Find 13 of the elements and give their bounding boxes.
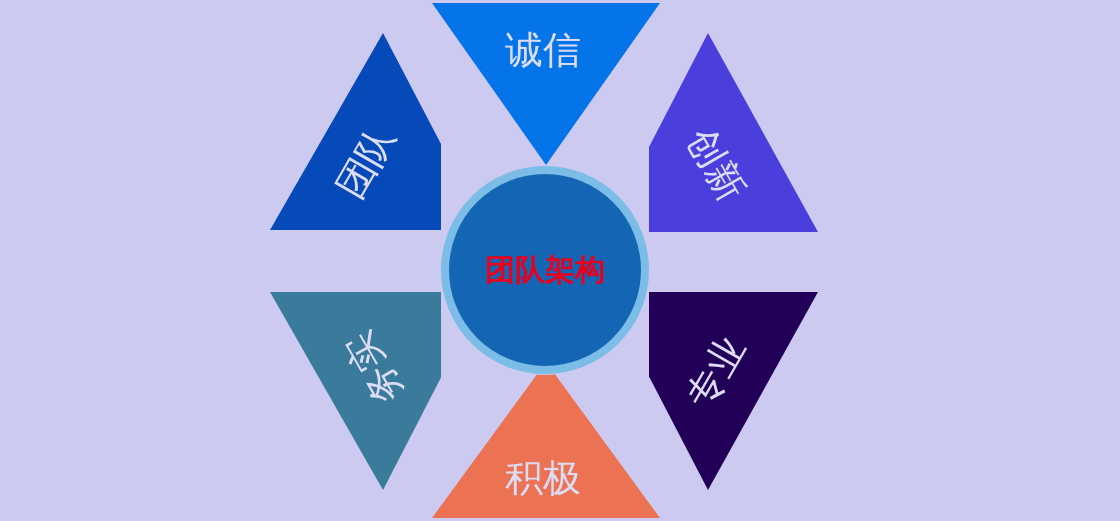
node-label: 创新 <box>680 121 752 207</box>
triangle <box>649 33 818 232</box>
node-label: 积极 <box>505 459 581 497</box>
node-label: 务实 <box>338 325 410 411</box>
node-label: 专业 <box>680 329 752 415</box>
triangle <box>270 292 441 490</box>
node-label: 诚信 <box>505 31 581 69</box>
triangle <box>649 292 818 490</box>
triangle <box>432 3 660 165</box>
node-label: 团队 <box>330 119 402 205</box>
node-label: 团队架构 <box>485 255 605 285</box>
triangle <box>432 374 660 518</box>
triangle <box>270 33 441 230</box>
